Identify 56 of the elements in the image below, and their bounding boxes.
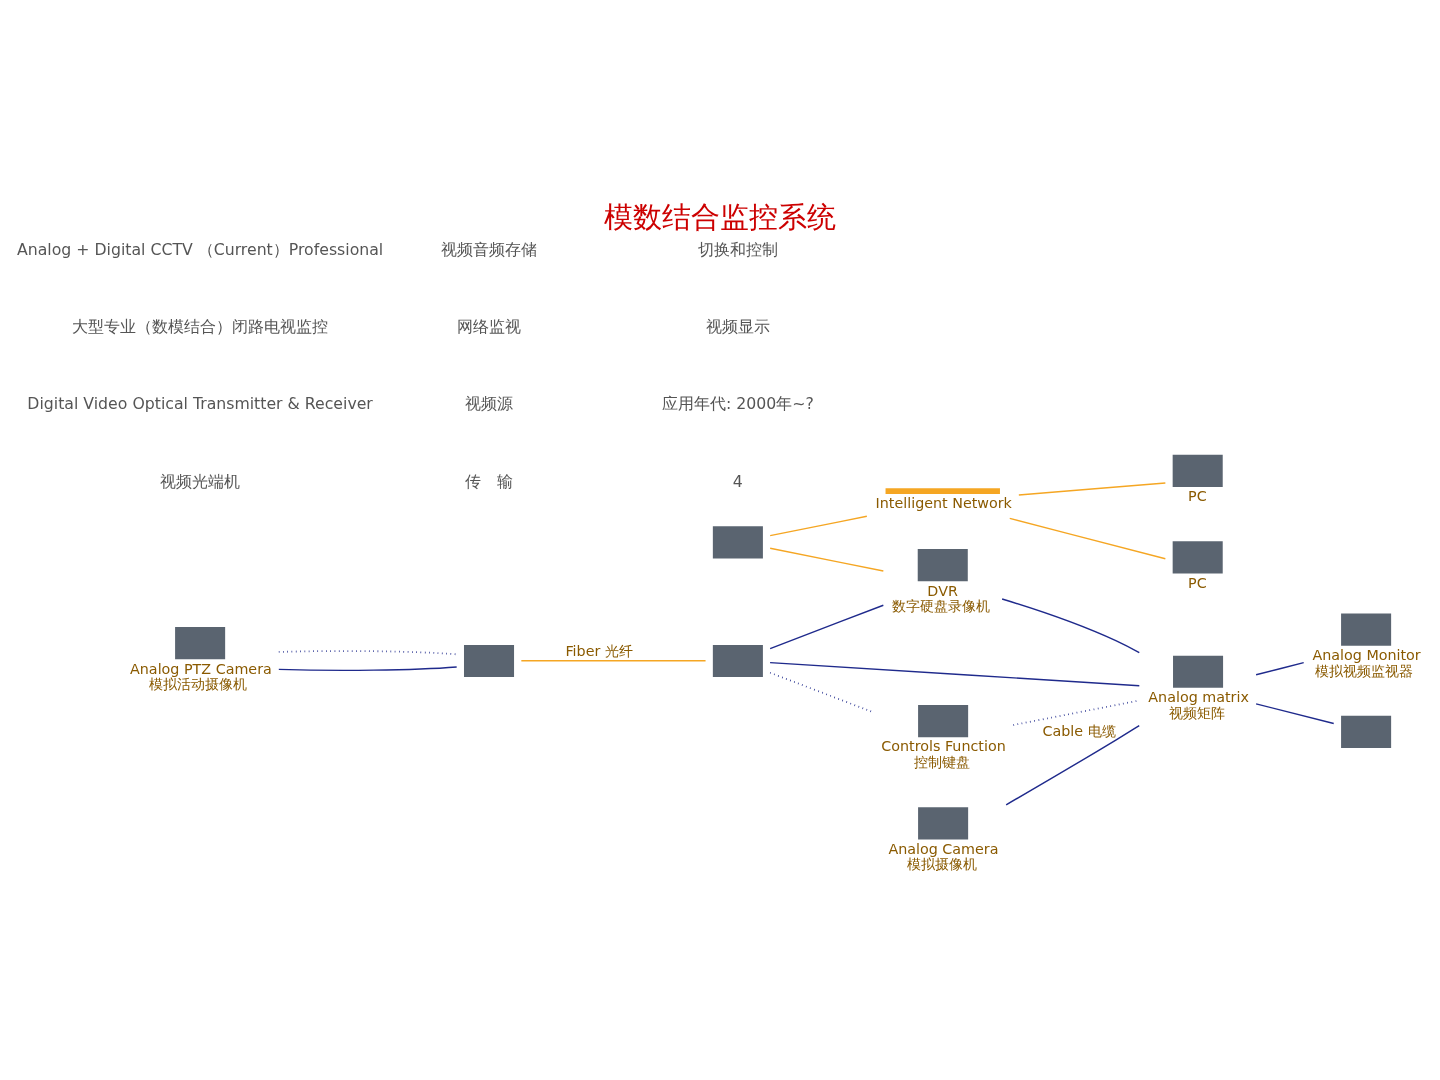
node-box xyxy=(1172,454,1223,487)
connector xyxy=(1005,724,1140,806)
node-box xyxy=(1172,541,1223,574)
connector xyxy=(1018,482,1167,496)
connector xyxy=(769,661,1140,687)
node-label: 模拟视频监视器 xyxy=(1315,662,1414,679)
node-label: 模拟摄像机 xyxy=(906,856,977,873)
node-box xyxy=(712,644,763,678)
node-label: Analog PTZ Camera xyxy=(130,660,272,677)
node-box xyxy=(712,526,763,559)
label: 视频显示 xyxy=(705,317,770,337)
node-box xyxy=(917,549,968,582)
node-label: PC xyxy=(1188,488,1207,505)
connector xyxy=(1255,661,1305,676)
node-bar xyxy=(885,488,1000,495)
label: Analog + Digital CCTV （Current）Professional xyxy=(16,239,384,259)
connector xyxy=(769,671,874,713)
edge-label: Cable 电缆 xyxy=(1042,722,1116,739)
node-label: PC xyxy=(1188,574,1207,591)
label: 4 xyxy=(732,471,743,491)
label: Digital Video Optical Transmitter & Receiver xyxy=(27,394,373,414)
label: 切换和控制 xyxy=(697,239,778,259)
diagram-title: 模数结合监控系统 xyxy=(604,199,836,234)
node-box xyxy=(918,705,969,738)
node-label: 模拟活动摄像机 xyxy=(149,676,248,693)
connector xyxy=(520,659,707,662)
node-label: 视频矩阵 xyxy=(1168,704,1225,721)
node-label: Analog Monitor xyxy=(1312,646,1421,663)
node-label: Intelligent Network xyxy=(875,495,1012,512)
node-label: Analog matrix xyxy=(1148,689,1249,706)
label: 应用年代: 2000年~? xyxy=(661,394,814,414)
node-label: 数字硬盘录像机 xyxy=(891,598,990,615)
node-label: Analog Camera xyxy=(888,840,999,857)
node-label: Controls Function xyxy=(881,738,1006,755)
node-box xyxy=(175,627,226,660)
node-box xyxy=(1341,715,1392,748)
connector xyxy=(1001,598,1140,654)
node-box xyxy=(1173,655,1224,688)
connector xyxy=(769,515,868,537)
edge-label: Fiber 光纤 xyxy=(565,643,633,660)
label: 视频音频存储 xyxy=(441,239,538,259)
connector xyxy=(278,666,458,672)
connector xyxy=(769,547,885,572)
label: 大型专业（数模结合）闭路电视监控 xyxy=(72,317,329,337)
label: 视频源 xyxy=(465,394,514,414)
node-label: DVR xyxy=(927,582,958,599)
label: 视频光端机 xyxy=(160,471,241,491)
connector xyxy=(1255,703,1335,725)
node-box xyxy=(1341,613,1392,646)
label: 网络监视 xyxy=(457,317,522,337)
node-box xyxy=(464,644,515,678)
connector xyxy=(769,604,885,650)
label: 传 输 xyxy=(465,471,514,491)
connector xyxy=(1009,517,1167,560)
node-box xyxy=(918,807,969,840)
node-label: 控制键盘 xyxy=(913,754,970,771)
